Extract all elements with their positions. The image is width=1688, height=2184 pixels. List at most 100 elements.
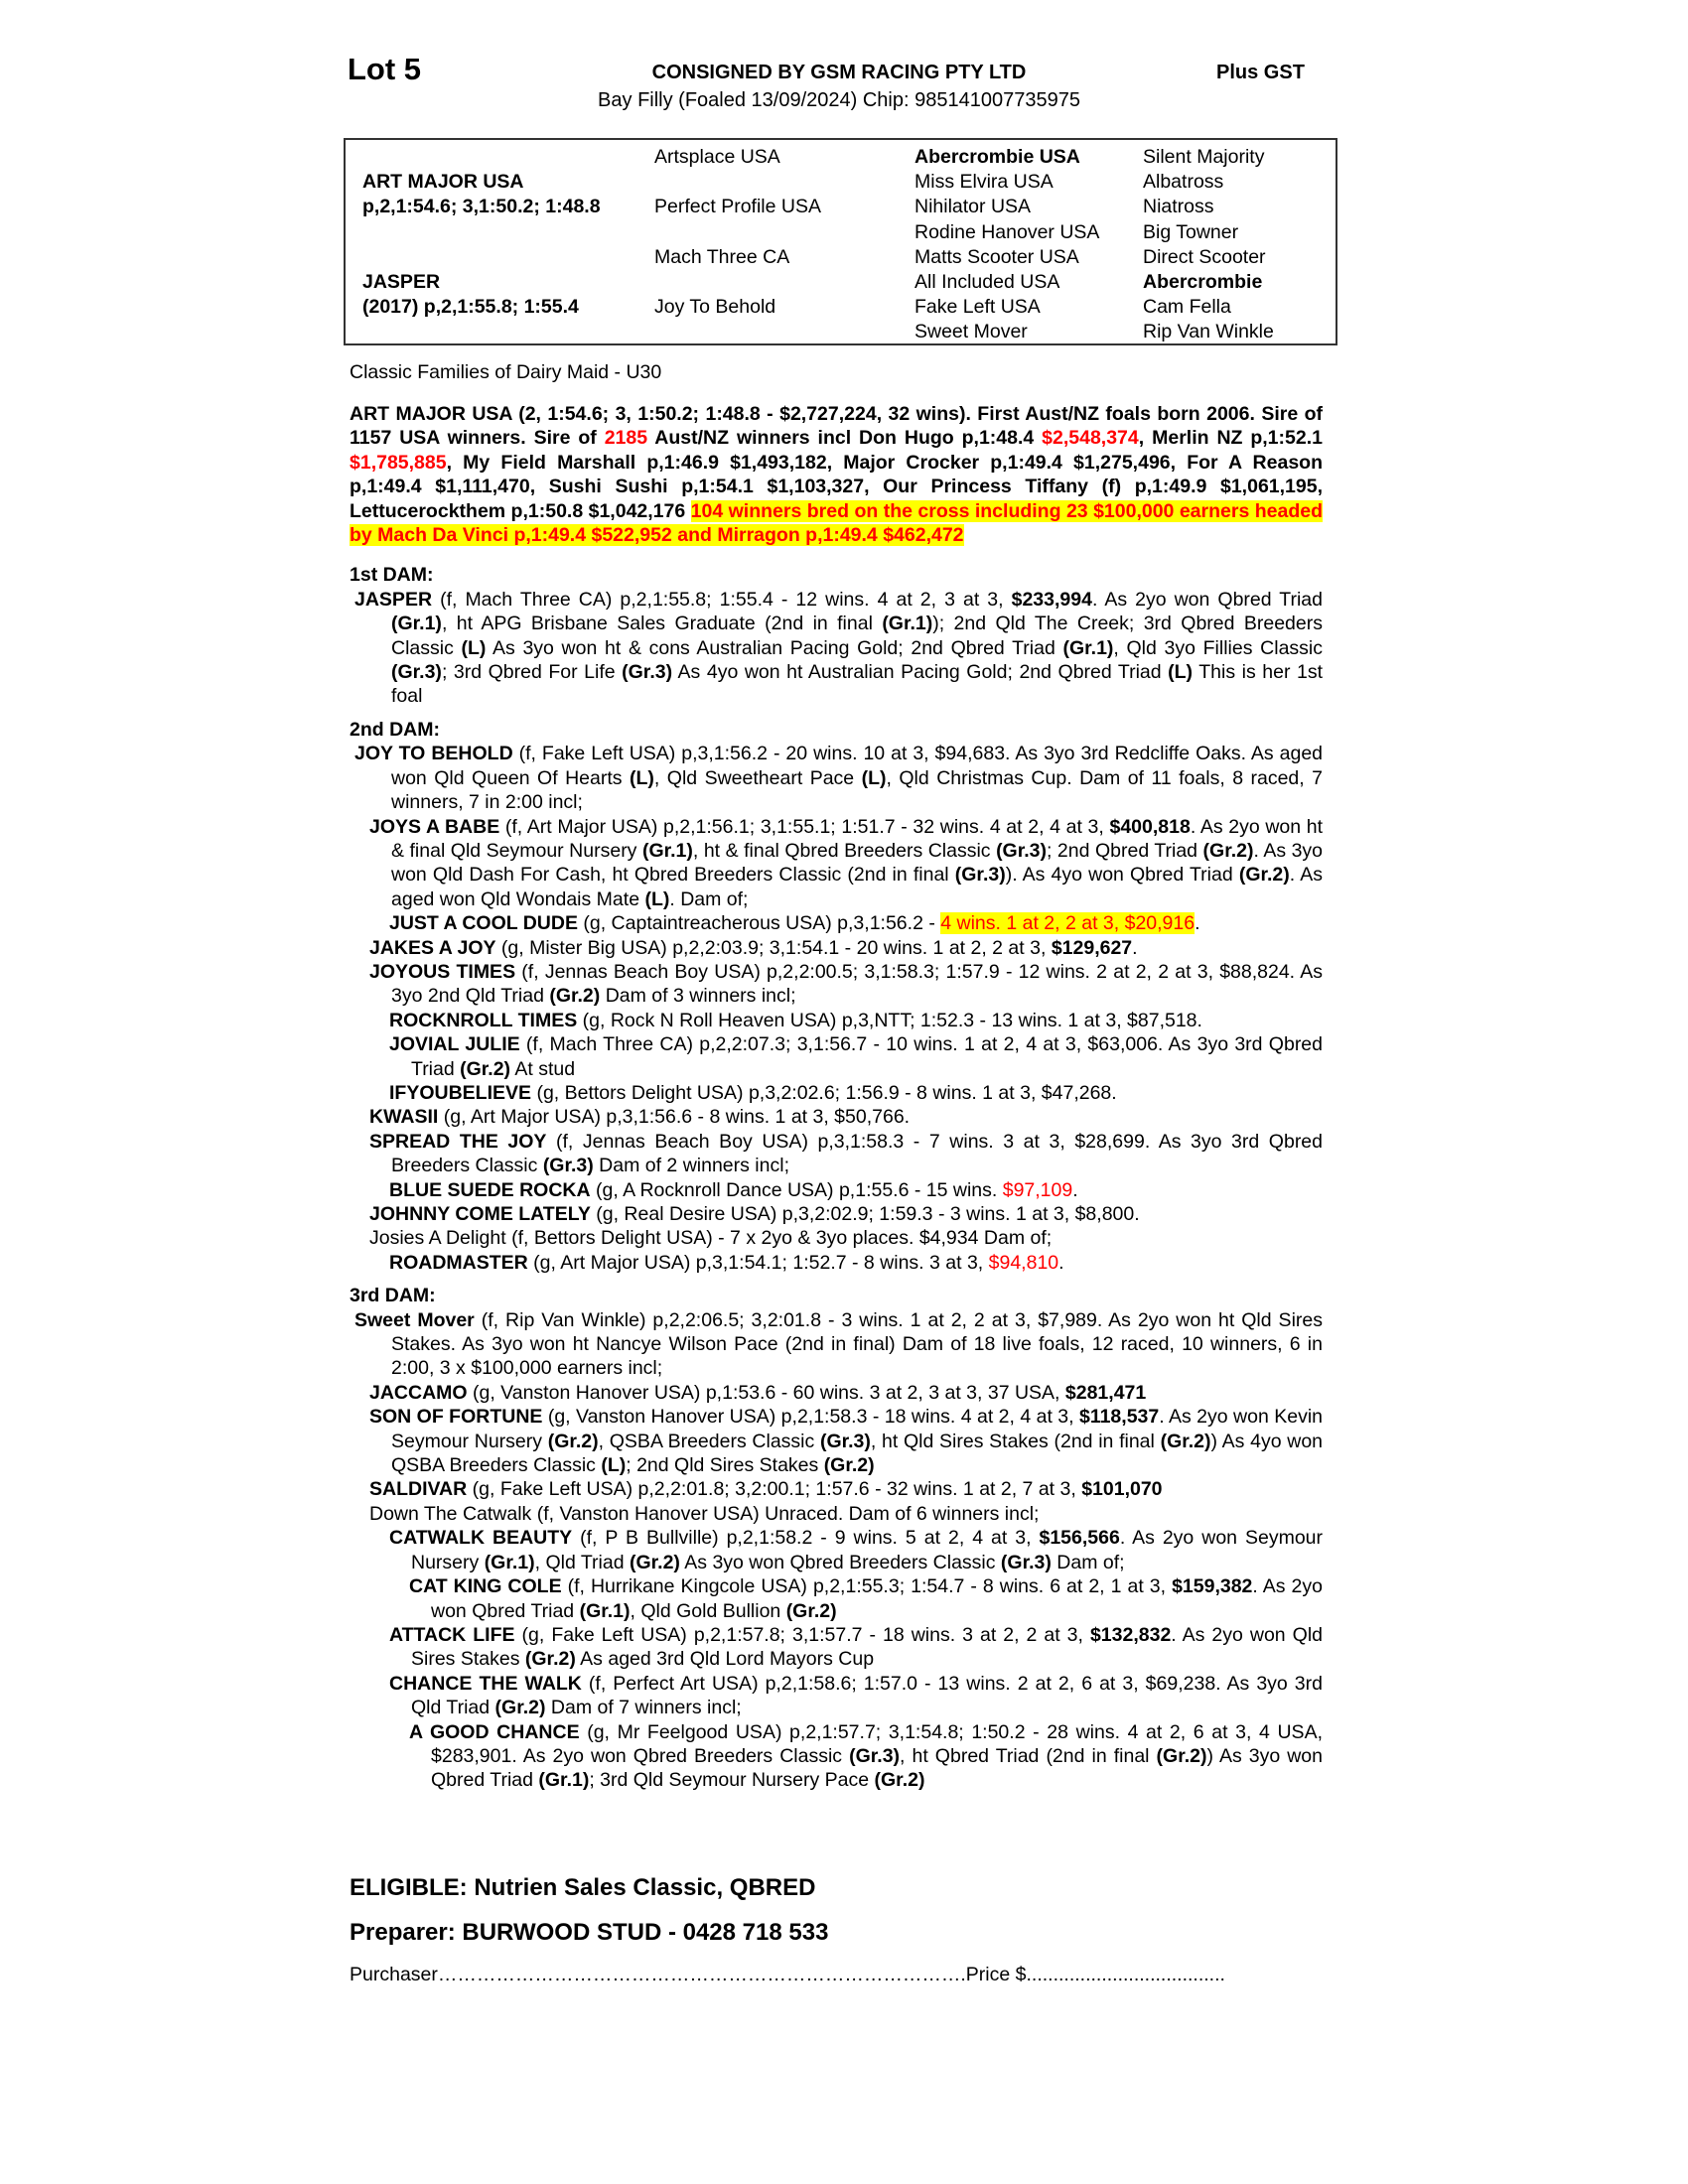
bold-text: (Gr.1) xyxy=(391,613,442,635)
pedigree-entry: ATTACK LIFE (g, Fake Left USA) p,2,1:57.… xyxy=(350,1623,1323,1672)
bold-text: (Gr.3) xyxy=(391,661,442,684)
pedigree-entry: JOHNNY COME LATELY (g, Real Desire USA) … xyxy=(350,1202,1323,1226)
text: . xyxy=(1058,1251,1064,1274)
pedigree-gen3: Nihilator USA xyxy=(914,196,1032,218)
text: (g, Rock N Roll Heaven USA) p,3,NTT; 1:5… xyxy=(577,1009,1202,1031)
bold-text: SON OF FORTUNE xyxy=(369,1406,543,1429)
red-text: $2,548,374 xyxy=(1042,427,1139,450)
bold-text: IFYOUBELIEVE xyxy=(389,1081,532,1104)
bold-text: A GOOD CHANCE xyxy=(409,1720,580,1743)
bold-text: SALDIVAR xyxy=(369,1478,468,1501)
bold-text: $281,471 xyxy=(1064,1381,1147,1404)
pedigree-gen3: Sweet Mover xyxy=(914,321,1028,343)
text: Dam of; xyxy=(1051,1551,1125,1573)
bold-text: KWASII xyxy=(369,1106,439,1129)
text: Dam of 7 winners incl; xyxy=(545,1697,742,1719)
bold-text: JASPER xyxy=(354,588,433,611)
text: , Qld 3yo Fillies Classic xyxy=(1113,636,1323,659)
pedigree-entry: JOYS A BABE (f, Art Major USA) p,2,1:56.… xyxy=(350,815,1323,912)
bold-text: BLUE SUEDE ROCKA xyxy=(389,1178,591,1201)
pedigree-entry: CAT KING COLE (f, Hurrikane Kingcole USA… xyxy=(350,1574,1323,1623)
text: (g, Vanston Hanover USA) p,2,1:58.3 - 18… xyxy=(542,1406,1079,1429)
pedigree-entry: JACCAMO (g, Vanston Hanover USA) p,1:53.… xyxy=(350,1381,1323,1405)
bold-text: (Gr.2) xyxy=(460,1057,511,1080)
family-line: Classic Families of Dairy Maid - U30 xyxy=(350,361,662,383)
bold-text: (Gr.1) xyxy=(538,1769,590,1792)
bold-text: Sweet Mover xyxy=(354,1308,475,1331)
text: As 4yo won ht Australian Pacing Gold; 2n… xyxy=(672,661,1169,684)
bold-text: (Gr.2) xyxy=(524,1648,576,1671)
text: , ht Qbred Triad (2nd in final xyxy=(900,1744,1157,1767)
text: , QSBA Breeders Classic xyxy=(598,1430,820,1452)
text: (g, Art Major USA) p,3,1:54.1; 1:52.7 - … xyxy=(527,1251,989,1274)
pedigree-entry: JASPER (f, Mach Three CA) p,2,1:55.8; 1:… xyxy=(350,588,1323,709)
pedigree-gen3: Fake Left USA xyxy=(914,296,1041,319)
dam-section-title: 3rd DAM: xyxy=(350,1285,436,1307)
bold-text: (Gr.2) xyxy=(1202,839,1254,862)
pedigree-gen4: Niatross xyxy=(1143,196,1214,218)
text: (g, Real Desire USA) p,3,2:02.9; 1:59.3 … xyxy=(590,1203,1140,1225)
sire-record: p,2,1:54.6; 3,1:50.2; 1:48.8 xyxy=(362,196,601,218)
bold-text: (L) xyxy=(644,887,670,910)
bold-text: CATWALK BEAUTY xyxy=(389,1527,573,1550)
bold-text: (Gr.1) xyxy=(484,1551,535,1573)
pedigree-entry: JOY TO BEHOLD (f, Fake Left USA) p,3,1:5… xyxy=(350,742,1323,814)
text: , ht Qld Sires Stakes (2nd in final xyxy=(870,1430,1161,1452)
pedigree-entry: CATWALK BEAUTY (f, P B Bullville) p,2,1:… xyxy=(350,1526,1323,1574)
pedigree-entry: KWASII (g, Art Major USA) p,3,1:56.6 - 8… xyxy=(350,1105,1323,1129)
pedigree-entry: SALDIVAR (g, Fake Left USA) p,2,2:01.8; … xyxy=(350,1477,1323,1501)
bold-text: (Gr.1) xyxy=(1062,636,1114,659)
text: , Qld Gold Bullion xyxy=(630,1599,786,1622)
text: (f, Rip Van Winkle) p,2,2:06.5; 3,2:01.8… xyxy=(391,1308,1323,1380)
bold-text: (Gr.2) xyxy=(494,1697,546,1719)
bold-text: ATTACK LIFE xyxy=(389,1623,515,1646)
text: Josies A Delight (f, Bettors Delight USA… xyxy=(369,1227,1053,1250)
text: (g, Mr Feelgood USA) p,2,1:57.7; 3,1:54.… xyxy=(431,1720,1323,1767)
pedigree-gen4: Rip Van Winkle xyxy=(1143,321,1274,343)
text: ; 2nd Qbred Triad xyxy=(1047,839,1203,862)
horse-description: Bay Filly (Foaled 13/09/2024) Chip: 9851… xyxy=(598,89,1080,111)
bold-text: JOY TO BEHOLD xyxy=(354,743,513,765)
sire-name: ART MAJOR USA xyxy=(362,171,524,194)
pedigree-entry: Sweet Mover (f, Rip Van Winkle) p,2,2:06… xyxy=(350,1308,1323,1381)
text: ; 3rd Qld Seymour Nursery Pace xyxy=(589,1769,875,1792)
text: . As aged won Qld Wondais Mate xyxy=(391,864,1323,910)
text: ; 3rd Qbred For Life xyxy=(441,661,623,684)
text: Aust/NZ winners incl Don Hugo p,1:48.4 xyxy=(647,427,1043,450)
bold-text: (Gr.2) xyxy=(1238,864,1290,887)
subtitle-wrap: Bay Filly (Foaled 13/09/2024) Chip: 9851… xyxy=(0,89,1688,112)
text: As 3yo won Qbred Breeders Classic xyxy=(679,1551,1001,1573)
bold-text: (Gr.2) xyxy=(547,1430,599,1452)
text: . As 2yo won Qbred Triad xyxy=(1091,588,1323,611)
pedigree-gen2: Artsplace USA xyxy=(654,146,780,168)
pedigree-gen3: Miss Elvira USA xyxy=(914,171,1054,194)
lot-number: Lot 5 xyxy=(348,52,422,86)
pedigree-entry: IFYOUBELIEVE (g, Bettors Delight USA) p,… xyxy=(350,1081,1323,1105)
pedigree-entry: JAKES A JOY (g, Mister Big USA) p,2,2:03… xyxy=(350,936,1323,960)
text: ART MAJOR USA (2, 1:54.6; 3, 1:50.2; 1:4… xyxy=(350,403,1323,450)
text: (f, Fake Left USA) p,3,1:56.2 - 20 wins.… xyxy=(391,743,1324,789)
text: This is her 1st foal xyxy=(391,661,1323,708)
dam-record: (2017) p,2,1:55.8; 1:55.4 xyxy=(362,296,579,319)
pedigree-gen4: Cam Fella xyxy=(1143,296,1231,319)
text: Down The Catwalk (f, Vanston Hanover USA… xyxy=(369,1502,1040,1525)
text: . xyxy=(1132,936,1138,959)
text: ; 2nd Qld Sires Stakes xyxy=(626,1454,824,1477)
text: . As 2yo won Qld Sires Stakes xyxy=(411,1623,1324,1671)
bold-text: (L) xyxy=(861,766,887,789)
text: (f, Mach Three CA) p,2,1:55.8; 1:55.4 - … xyxy=(432,588,1012,611)
pedigree-entry: A GOOD CHANCE (g, Mr Feelgood USA) p,2,1… xyxy=(350,1720,1323,1793)
bold-text: $129,627 xyxy=(1051,936,1133,959)
pedigree-gen4: Abercrombie xyxy=(1143,271,1263,293)
text: As 3yo won ht & cons Australian Pacing G… xyxy=(486,636,1063,659)
text: . As 2yo won Kevin Seymour Nursery xyxy=(391,1406,1324,1452)
text: (f, Hurrikane Kingcole USA) p,2,1:55.3; … xyxy=(561,1575,1173,1598)
bold-text: (Gr.3) xyxy=(996,839,1047,862)
highlight-text: 4 wins. 1 at 2, 2 at 3, $20,916 xyxy=(940,912,1196,935)
text: (f, Perfect Art USA) p,2,1:58.6; 1:57.0 … xyxy=(411,1672,1323,1719)
text: ) As 3yo won Qbred Triad xyxy=(431,1744,1323,1792)
pedigree-entry: BLUE SUEDE ROCKA (g, A Rocknroll Dance U… xyxy=(350,1178,1323,1202)
text: (f, P B Bullville) p,2,1:58.2 - 9 wins. … xyxy=(572,1527,1040,1550)
bold-text: $233,994 xyxy=(1011,588,1092,611)
